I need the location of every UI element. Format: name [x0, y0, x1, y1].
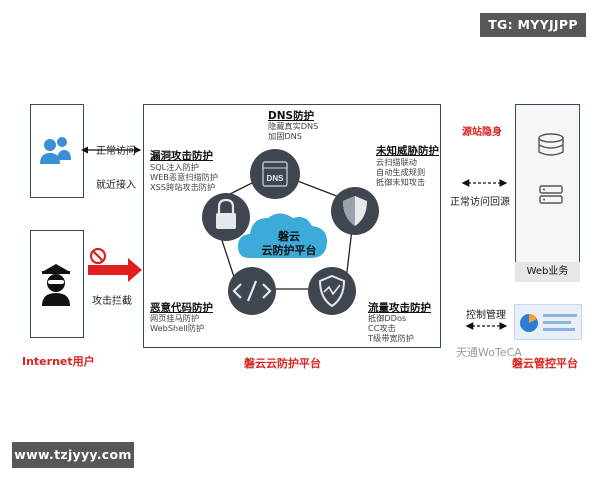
traffic-shield-icon	[318, 274, 346, 308]
dns-title: DNS防护	[268, 110, 315, 122]
platform-caption: 磐云云防护平台	[244, 357, 321, 370]
traffic-item-1: 抵御DDos	[368, 313, 407, 323]
control-label: 控制管理	[466, 310, 506, 321]
dns-item-2: 加固DNS	[268, 131, 303, 141]
block-icon	[89, 247, 107, 265]
dns-icon-text: DNS	[267, 174, 285, 183]
hacker-icon	[42, 264, 70, 306]
vuln-item-1: SQL注入防护	[150, 162, 199, 172]
vuln-item-3: XSS跨站攻击防护	[150, 182, 216, 192]
center-line2: 云防护平台	[261, 244, 317, 257]
lock-icon	[216, 213, 236, 229]
console-caption: 磐云管控平台	[512, 357, 578, 370]
unknown-item-1: 云扫描联动	[376, 157, 417, 167]
users-icon	[40, 137, 71, 164]
malcode-title: 恶意代码防护	[150, 302, 213, 314]
watermark-tg: TG: MYYJJPP	[480, 13, 586, 37]
console-thumbnail	[514, 304, 582, 340]
internet-users-label: Internet用户	[22, 355, 95, 368]
normal-return-label: 正常访问回源	[450, 197, 510, 208]
source-hide-label: 源站隐身	[462, 127, 502, 138]
vuln-title: 漏洞攻击防护	[150, 150, 213, 162]
unknown-item-2: 自动生成规则	[376, 167, 426, 177]
attack-arrow	[88, 258, 142, 282]
unknown-title: 未知威胁防护	[376, 145, 439, 157]
lock-node	[202, 193, 250, 241]
watermark-url: www.tzjyyy.com	[12, 442, 134, 468]
vuln-item-2: WEB恶意扫描防护	[150, 172, 219, 182]
normal-access-label: 正常访问	[96, 146, 136, 157]
unknown-item-3: 抵御未知攻击	[376, 177, 426, 187]
shield-node	[331, 187, 379, 235]
code-icon	[232, 283, 242, 299]
center-line1: 磐云	[278, 230, 300, 243]
cloud-icon	[238, 213, 328, 258]
nearby-access-label: 就近接入	[96, 180, 136, 191]
dns-item-1: 隐藏真实DNS	[268, 121, 319, 131]
database-icon	[538, 133, 564, 156]
wechat-watermark: 天通WoTeCA	[456, 346, 522, 359]
web-business-label: Web业务	[515, 262, 580, 282]
malcode-item-1: 网页挂马防护	[150, 313, 200, 323]
dns-node: DNS	[250, 149, 300, 199]
traffic-item-2: CC攻击	[368, 323, 396, 333]
code-node	[228, 267, 276, 315]
traffic-node	[308, 267, 356, 315]
traffic-title: 流量攻击防护	[368, 302, 431, 314]
traffic-item-3: T级带宽防护	[368, 333, 414, 343]
server-icon	[539, 185, 563, 204]
attack-block-label: 攻击拦截	[92, 296, 132, 307]
malcode-item-2: WebShell防护	[150, 323, 205, 333]
